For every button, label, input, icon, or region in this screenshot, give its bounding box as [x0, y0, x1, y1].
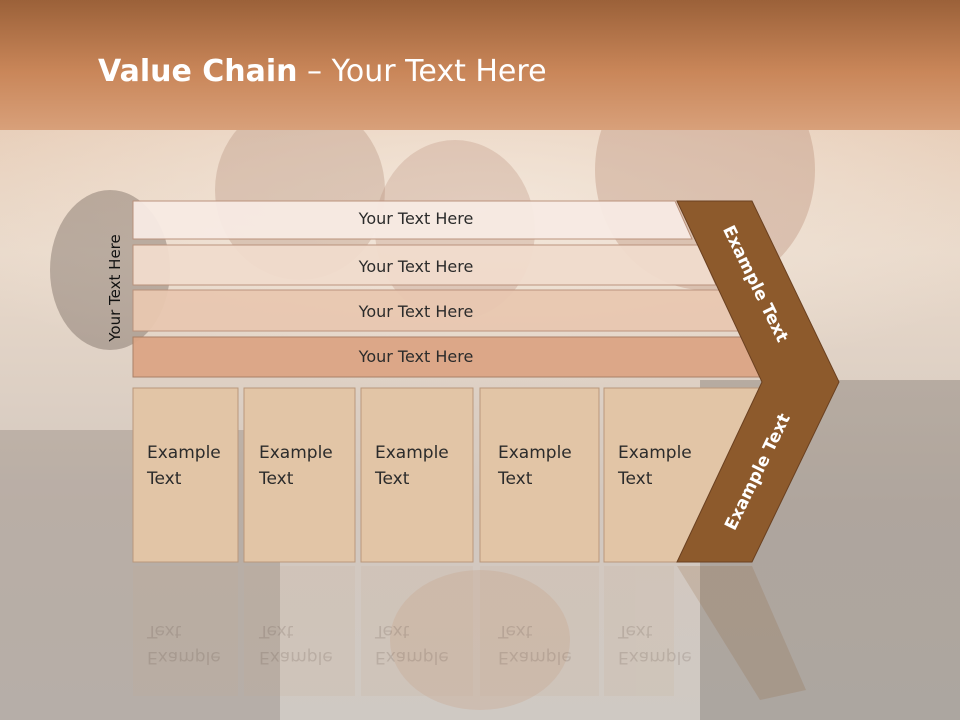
column-label-1: Example Text: [147, 443, 221, 489]
column-label-2-reflection: Example Text: [259, 621, 333, 667]
column-label-5-reflection: Example Text: [618, 621, 692, 667]
column-label-4: Example Text: [498, 443, 572, 489]
chevron-arrow: [676, 200, 840, 563]
chevron-reflection: [677, 566, 806, 700]
column-label-3: Example Text: [375, 443, 449, 489]
row-bar-1: [132, 200, 693, 240]
column-label-3-reflection: Example Text: [375, 621, 449, 667]
column-box-2: [243, 387, 356, 563]
column-label-1-reflection: Example Text: [147, 621, 221, 667]
row-label-1: Your Text Here: [358, 209, 474, 228]
column-label-2: Example Text: [259, 443, 333, 489]
row-label-4: Your Text Here: [358, 347, 474, 366]
title-bold: Value Chain: [98, 54, 298, 89]
column-box-1: [132, 387, 239, 563]
column-label-4-reflection: Example Text: [498, 621, 572, 667]
row-label-2: Your Text Here: [358, 257, 474, 276]
column-label-5: Example Text: [618, 443, 692, 489]
column-box-3: [360, 387, 474, 563]
title-rest: – Your Text Here: [297, 54, 547, 89]
row-label-3: Your Text Here: [358, 302, 474, 321]
slide-title: Value Chain – Your Text Here: [98, 54, 547, 89]
boxes-reflection: [133, 566, 674, 696]
column-box-4: [479, 387, 600, 563]
